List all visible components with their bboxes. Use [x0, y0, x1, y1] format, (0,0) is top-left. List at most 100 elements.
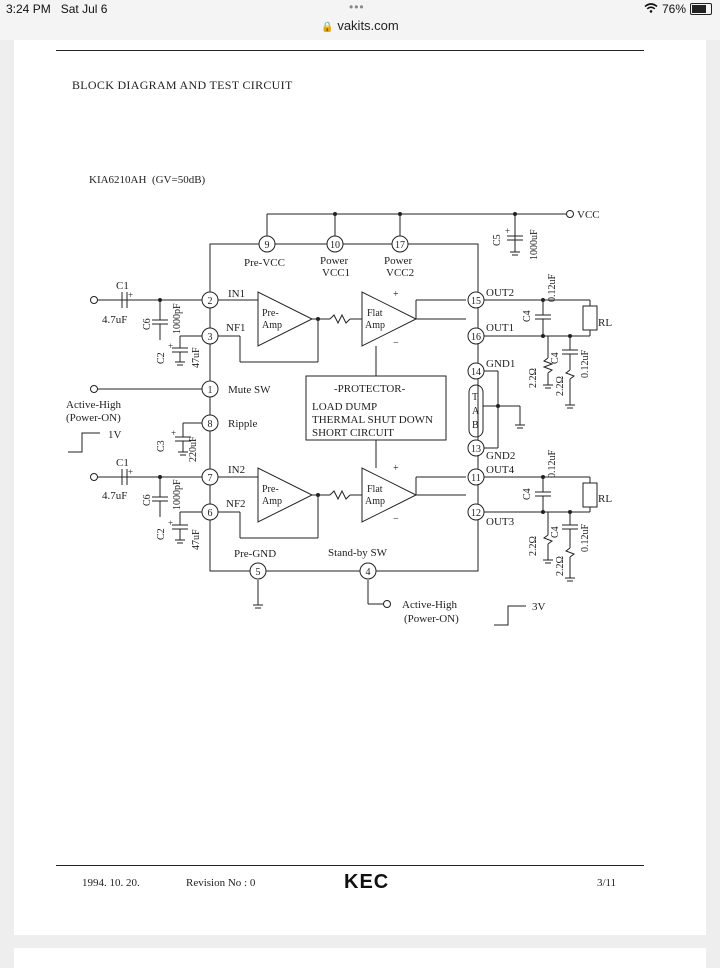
- out4-label: OUT4: [486, 464, 515, 476]
- pin-5-label: 5: [256, 567, 261, 578]
- vcc1-label: VCC1: [322, 267, 350, 279]
- flatamp1-plus: +: [393, 289, 399, 300]
- nf2-label: NF2: [226, 498, 246, 510]
- pin-4: [359, 562, 377, 580]
- power-label-2: Power: [384, 255, 412, 267]
- c4-value-4: 0.12uF: [580, 524, 591, 553]
- gnd1-label: GND1: [486, 358, 515, 370]
- pin-7: [201, 468, 219, 486]
- pin-17: [391, 235, 409, 253]
- c2-plus-2: +: [168, 518, 173, 528]
- preamp2-label-amp: Amp: [262, 496, 282, 507]
- pin-15-label: 15: [471, 296, 481, 307]
- bottom-rule: [56, 865, 644, 866]
- part-label: KIA6210AH (GV=50dB): [89, 174, 206, 186]
- rl-label-2: RL: [598, 493, 612, 505]
- in1-label: IN1: [228, 288, 245, 300]
- pin-13-label: 13: [471, 444, 481, 455]
- c4-value-2: 0.12uF: [580, 350, 591, 379]
- c3-plus: +: [171, 428, 176, 438]
- flatamp1-label-flat: Flat: [367, 308, 383, 319]
- status-date: Sat Jul 6: [60, 2, 108, 16]
- mute-sw-label: Mute SW: [228, 384, 271, 396]
- flatamp1-label-amp: Amp: [365, 320, 385, 331]
- pin-8-label: 8: [208, 419, 213, 430]
- pin-5: [249, 562, 267, 580]
- tab-b-label: B: [472, 420, 479, 431]
- address-bar[interactable]: 🔒 vakits.com: [0, 18, 720, 33]
- pin-10: [326, 235, 344, 253]
- c4-label-2: C4: [550, 352, 561, 364]
- power-on-label-2: (Power-ON): [404, 613, 459, 625]
- standby-sw-label: Stand-by SW: [328, 547, 388, 559]
- next-page-edge: [14, 948, 706, 968]
- pin-15: [467, 291, 485, 309]
- out2-label: OUT2: [486, 287, 514, 299]
- c4-value-1: 0.12uF: [547, 274, 558, 303]
- pin-13: [467, 439, 485, 457]
- pin-2-label: 2: [208, 296, 213, 307]
- battery-icon: [690, 3, 712, 15]
- pin-14-label: 14: [471, 367, 481, 378]
- c1-value-1: 4.7uF: [102, 314, 127, 326]
- c4-label-3: C4: [522, 488, 533, 500]
- lock-icon: 🔒: [321, 22, 334, 33]
- out3-label: OUT3: [486, 516, 515, 528]
- c4-label-1: C4: [522, 310, 533, 322]
- footer-date: 1994. 10. 20.: [82, 877, 140, 889]
- c2-label-1: C2: [156, 352, 167, 364]
- c3-label: C3: [156, 440, 167, 452]
- pin-3-label: 3: [208, 332, 213, 343]
- pin-4-label: 4: [366, 567, 371, 578]
- active-high-label-1: Active-High: [66, 399, 121, 411]
- flatamp2-label-flat: Flat: [367, 484, 383, 495]
- c6-value-1: 1000pF: [172, 303, 183, 334]
- pin-7-label: 7: [208, 473, 213, 484]
- flatamp2-plus: +: [393, 463, 399, 474]
- pin-16: [467, 327, 485, 345]
- pin-10-label: 10: [330, 240, 340, 251]
- rl-label-1: RL: [598, 317, 612, 329]
- ripple-label: Ripple: [228, 418, 257, 430]
- power-on-label-1: (Power-ON): [66, 412, 121, 424]
- power-label-1: Power: [320, 255, 348, 267]
- nf1-label: NF1: [226, 322, 246, 334]
- resistor-value-3: 2.2Ω: [528, 536, 539, 556]
- pin-12-label: 12: [471, 508, 481, 519]
- pin-9: [258, 235, 276, 253]
- pin-1: [201, 380, 219, 398]
- voltage-3v-label: 3V: [532, 601, 546, 613]
- c4-label-4: C4: [550, 526, 561, 538]
- battery-percent: 76%: [661, 2, 686, 16]
- pin-12: [467, 503, 485, 521]
- c2-label-2: C2: [156, 528, 167, 540]
- kec-logo: KEC: [344, 871, 390, 893]
- footer-page-number: 3/11: [597, 877, 617, 889]
- protector-load-dump: LOAD DUMP: [312, 401, 377, 413]
- preamp1-label-amp: Amp: [262, 320, 282, 331]
- vcc2-label: VCC2: [386, 267, 414, 279]
- active-high-label-2: Active-High: [402, 599, 457, 611]
- pin-11: [467, 468, 485, 486]
- resistor-value-1: 2.2Ω: [528, 368, 539, 388]
- gnd2-label: GND2: [486, 450, 515, 462]
- pin-1-label: 1: [208, 385, 213, 396]
- multitasking-dots-icon[interactable]: •••: [349, 0, 365, 14]
- document-page: BLOCK DIAGRAM AND TEST CIRCUIT KIA6210AH…: [14, 40, 706, 935]
- footer-revision: Revision No : 0: [186, 877, 256, 889]
- c3-value: 220uF: [188, 436, 199, 462]
- flatamp1-minus: −: [393, 338, 399, 349]
- flatamp2-minus: −: [393, 514, 399, 525]
- pin-2: [201, 291, 219, 309]
- c6-label-1: C6: [142, 318, 153, 330]
- vcc-label: VCC: [577, 209, 600, 221]
- pre-vcc-label: Pre-VCC: [244, 257, 285, 269]
- protector-title: -PROTECTOR-: [334, 383, 406, 395]
- pin-6: [201, 503, 219, 521]
- status-indicators: 76%: [644, 2, 712, 16]
- c1-value-2: 4.7uF: [102, 490, 127, 502]
- status-bar: 3:24 PM Sat Jul 6 ••• 🔒 vakits.com 76%: [0, 0, 720, 40]
- c1-label-1: C1: [116, 280, 129, 292]
- c5-plus: +: [505, 226, 510, 236]
- url-text: vakits.com: [337, 18, 399, 33]
